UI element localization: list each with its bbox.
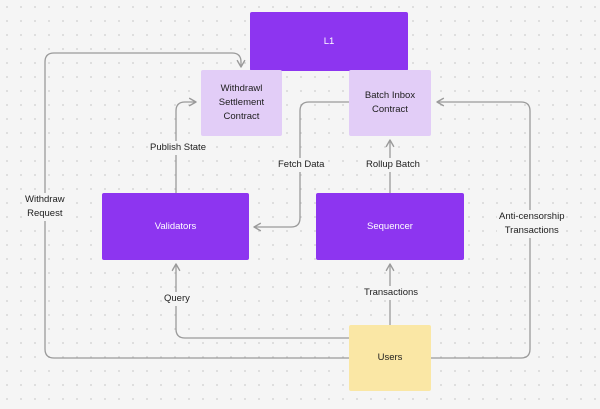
batch-inbox-contract-node: Batch Inbox Contract — [349, 70, 431, 136]
users-node: Users — [349, 325, 431, 391]
label-transactions: Transactions — [362, 286, 421, 300]
label-withdraw-request: Withdraw Request — [23, 193, 67, 221]
edge-withdraw-request — [44, 52, 349, 359]
sequencer-node: Sequencer — [316, 193, 464, 260]
edge-publish-state — [175, 97, 197, 193]
withdrawal-settlement-contract-node: Withdrawl Settlement Contract — [201, 70, 282, 136]
l1-node: L1 — [250, 12, 408, 71]
edge-query — [171, 263, 349, 339]
label-publish-state: Publish State — [148, 141, 208, 155]
label-fetch-data: Fetch Data — [276, 158, 327, 172]
label-query: Query — [162, 292, 192, 306]
label-rollup-batch: Rollup Batch — [364, 158, 422, 172]
label-anti-censorship: Anti-censorship Transactions — [497, 210, 567, 238]
validators-node: Validators — [102, 193, 249, 260]
